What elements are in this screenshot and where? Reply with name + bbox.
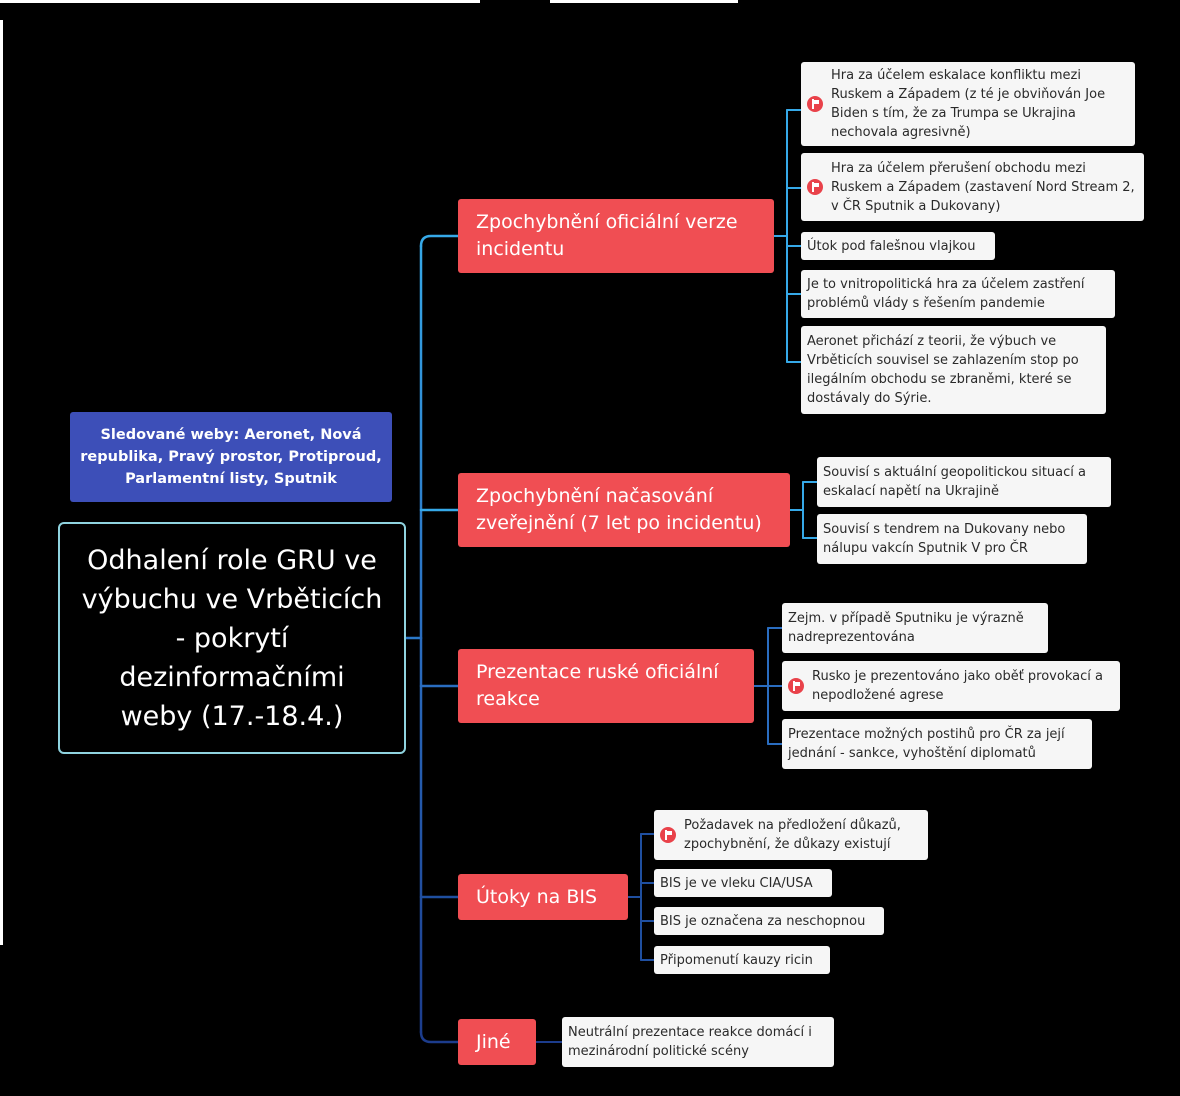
leaf-text: BIS je ve vleku CIA/USA: [660, 875, 813, 891]
leaf-sputnik-overrepresented[interactable]: Zejm. v případě Sputniku je výrazně nadr…: [782, 603, 1048, 653]
branch-label: Prezentace ruské oficiální reakce: [476, 661, 719, 710]
leaf-text: BIS je označena za neschopnou: [660, 913, 866, 929]
leaf-text: Souvisí s tendrem na Dukovany nebo nálup…: [823, 522, 1066, 556]
leaf-text: Je to vnitropolitická hra za účelem zast…: [807, 277, 1085, 311]
leaf-escalation-game[interactable]: Hra za účelem eskalace konfliktu mezi Ru…: [801, 62, 1135, 146]
leaf-text: Prezentace možných postihů pro ČR za jej…: [788, 727, 1065, 761]
branch-questioning-timing[interactable]: Zpochybnění načasování zveřejnění (7 let…: [458, 473, 790, 547]
left-edge-bar: [0, 20, 3, 945]
branch-label: Zpochybnění načasování zveřejnění (7 let…: [476, 485, 762, 534]
leaf-dukovany-tender[interactable]: Souvisí s tendrem na Dukovany nebo nálup…: [817, 514, 1087, 564]
central-topic[interactable]: Odhalení role GRU ve výbuchu ve Vrběticí…: [58, 522, 406, 754]
leaf-text: Souvisí s aktuální geopolitickou situací…: [823, 465, 1086, 499]
leaf-neutral-presentation[interactable]: Neutrální prezentace reakce domácí i mez…: [562, 1017, 834, 1067]
leaf-trade-interruption[interactable]: Hra za účelem přerušení obchodu mezi Rus…: [801, 153, 1144, 221]
branch-other[interactable]: Jiné: [458, 1019, 536, 1065]
branch-label: Jiné: [476, 1030, 511, 1053]
leaf-geopolitical-situation[interactable]: Souvisí s aktuální geopolitickou situací…: [817, 457, 1111, 507]
leaf-text: Aeronet přichází z teorii, že výbuch ve …: [807, 334, 1079, 406]
leaf-domestic-politics[interactable]: Je to vnitropolitická hra za účelem zast…: [801, 270, 1115, 318]
leaf-text: Hra za účelem eskalace konfliktu mezi Ru…: [831, 68, 1106, 140]
leaf-false-flag[interactable]: Útok pod falešnou vlajkou: [801, 232, 995, 260]
leaf-text: Zejm. v případě Sputniku je výrazně nadr…: [788, 611, 1024, 645]
flag-icon: [807, 179, 823, 195]
branch-questioning-official-version[interactable]: Zpochybnění oficiální verze incidentu: [458, 199, 774, 273]
leaf-evidence-demand[interactable]: Požadavek na předložení důkazů, zpochybn…: [654, 810, 928, 860]
branch-attacks-on-bis[interactable]: Útoky na BIS: [458, 874, 628, 920]
flag-icon: [807, 96, 823, 112]
leaf-text: Neutrální prezentace reakce domácí i mez…: [568, 1025, 812, 1059]
leaf-bis-incompetent[interactable]: BIS je označena za neschopnou: [654, 907, 884, 935]
leaf-aeronet-theory[interactable]: Aeronet přichází z teorii, že výbuch ve …: [801, 326, 1106, 414]
monitored-websites-note[interactable]: Sledované weby: Aeronet, Nová republika,…: [70, 412, 392, 502]
flag-icon: [788, 678, 804, 694]
flag-icon: [660, 827, 676, 843]
branch-russian-official-reaction[interactable]: Prezentace ruské oficiální reakce: [458, 649, 754, 723]
leaf-ricin-affair[interactable]: Připomenutí kauzy ricin: [654, 946, 830, 974]
leaf-text: Rusko je prezentováno jako oběť provokac…: [812, 669, 1103, 703]
leaf-russia-victim[interactable]: Rusko je prezentováno jako oběť provokac…: [782, 661, 1120, 711]
leaf-possible-sanctions[interactable]: Prezentace možných postihů pro ČR za jej…: [782, 719, 1092, 769]
branch-label: Útoky na BIS: [476, 885, 598, 908]
leaf-text: Připomenutí kauzy ricin: [660, 952, 813, 968]
top-bar-left: [0, 0, 480, 3]
leaf-text: Hra za účelem přerušení obchodu mezi Rus…: [831, 160, 1135, 214]
top-bar-right: [550, 0, 738, 3]
leaf-text: Útok pod falešnou vlajkou: [807, 238, 976, 254]
branch-label: Zpochybnění oficiální verze incidentu: [476, 211, 738, 260]
leaf-text: Požadavek na předložení důkazů, zpochybn…: [684, 818, 901, 852]
leaf-bis-cia-usa[interactable]: BIS je ve vleku CIA/USA: [654, 869, 832, 897]
